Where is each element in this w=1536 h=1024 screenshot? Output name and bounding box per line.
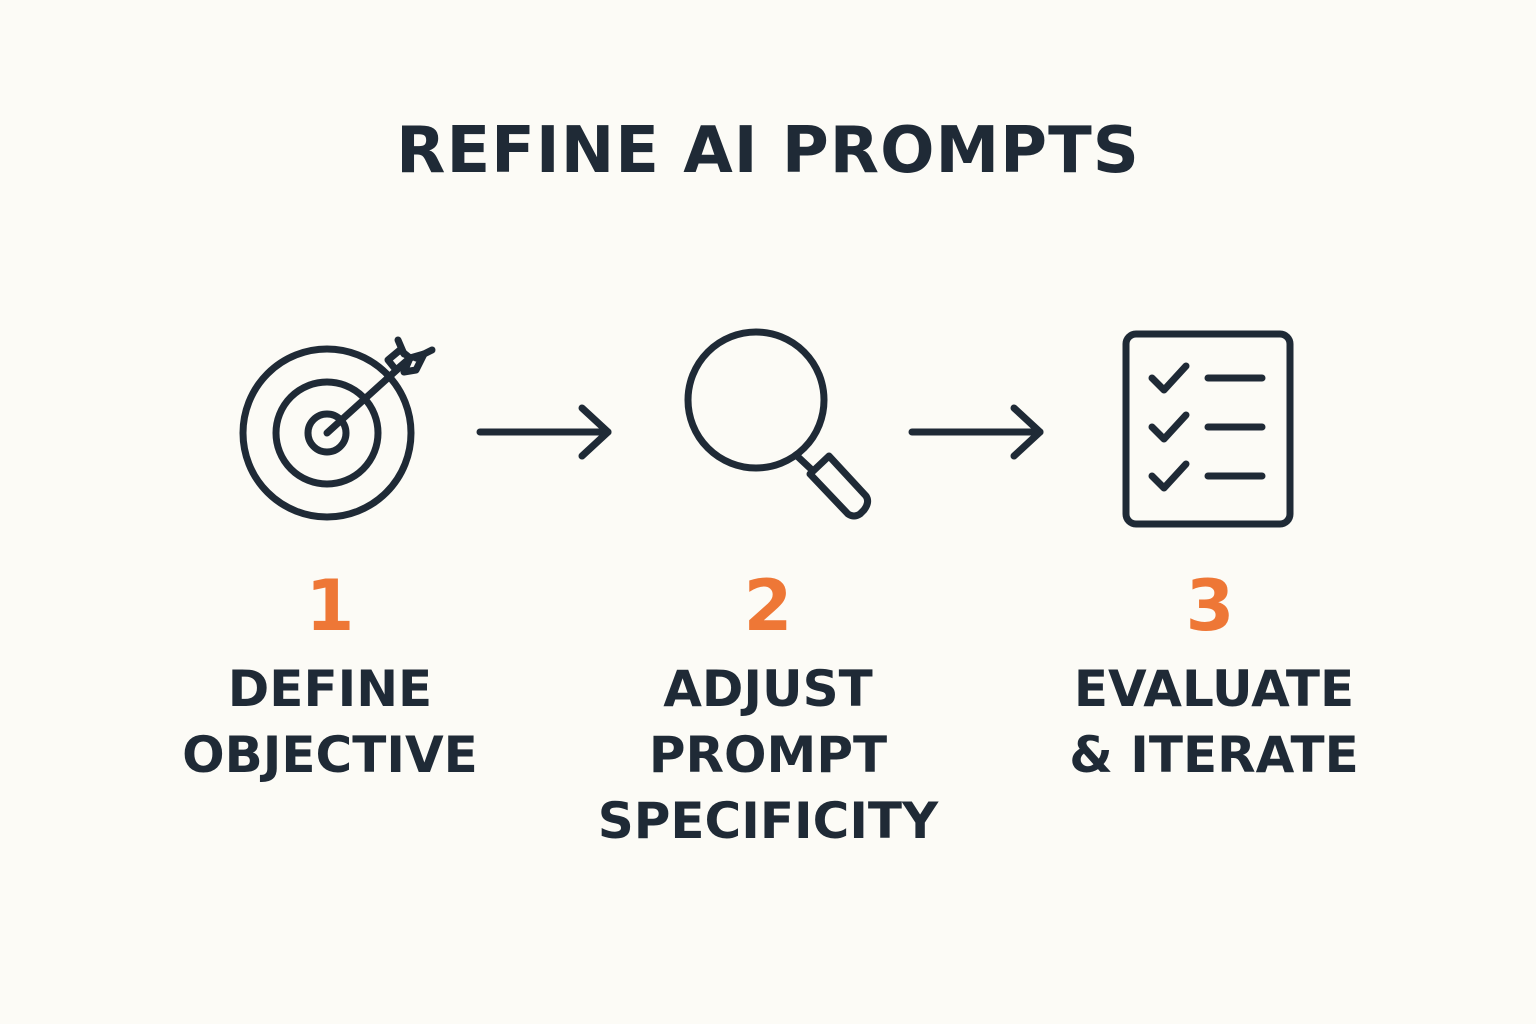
step-1-number: 1 xyxy=(305,565,355,647)
checklist-icon xyxy=(1122,330,1294,528)
step-1-label: DEFINE OBJECTIVE xyxy=(182,660,478,784)
page-title: REFINE AI PROMPTS xyxy=(396,114,1140,188)
flow-arrow-1-to-2 xyxy=(474,404,620,464)
step-3-label: EVALUATE & ITERATE xyxy=(1069,660,1359,784)
step-3-number: 3 xyxy=(1185,565,1235,647)
step-2-number: 2 xyxy=(743,565,793,647)
step-2-label: ADJUST PROMPT SPECIFICITY xyxy=(597,660,939,850)
magnifying-glass-icon xyxy=(678,328,878,528)
flow-arrow-2-to-3 xyxy=(906,404,1052,464)
target-arrow-icon xyxy=(238,328,438,528)
